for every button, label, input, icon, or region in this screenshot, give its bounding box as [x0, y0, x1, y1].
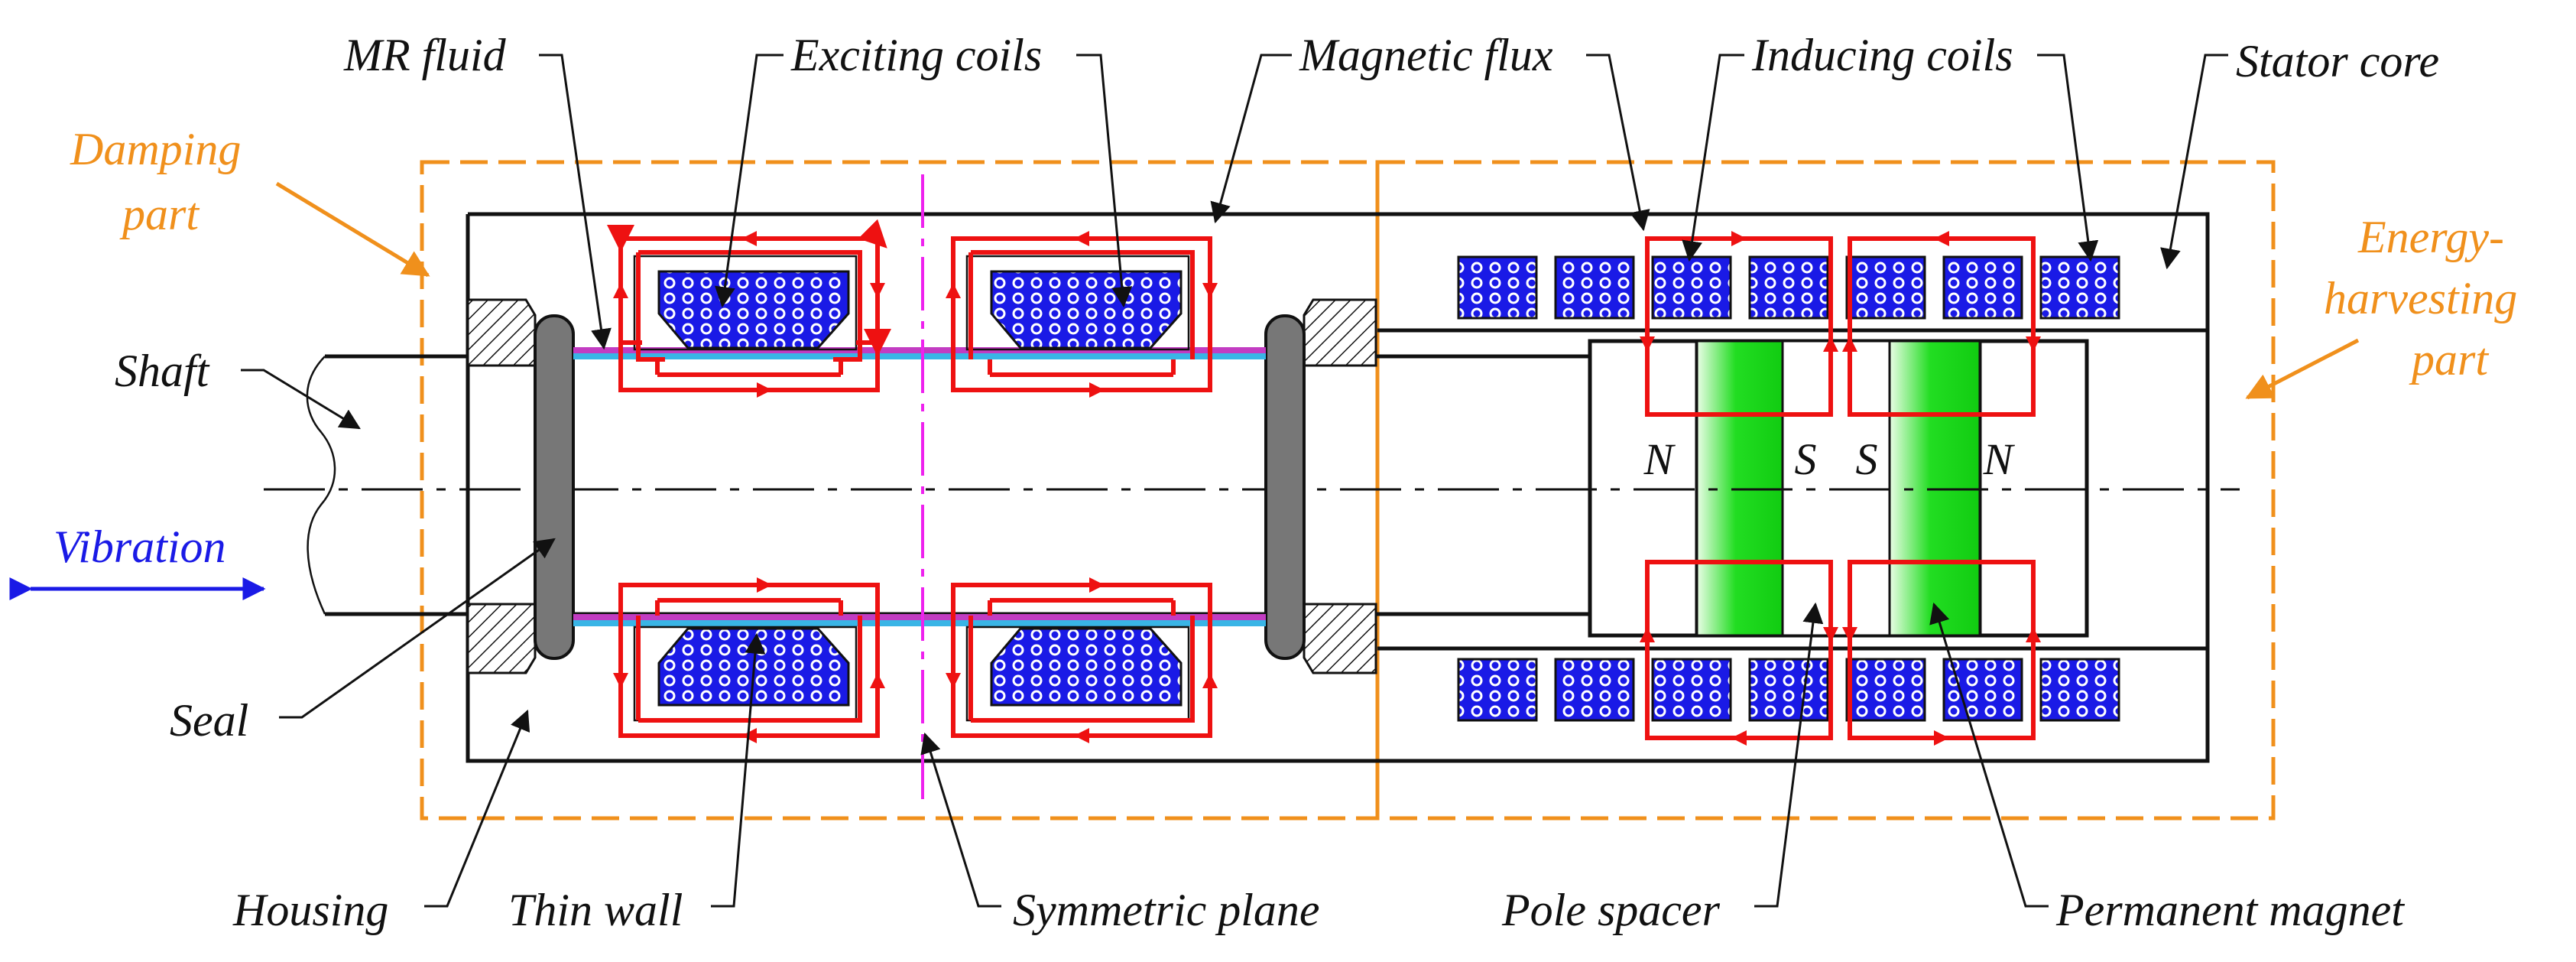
label-energy-part-1: Energy- [2357, 212, 2504, 262]
thin-wall-top [573, 353, 1266, 359]
label-exciting-coils: Exciting coils [790, 30, 1042, 80]
label-stator-core: Stator core [2236, 36, 2439, 86]
end-cap-right-bottom [1303, 603, 1377, 674]
label-energy-part-3: part [2409, 334, 2489, 385]
magnetic-flux-loops-damping [613, 231, 1218, 743]
label-housing: Housing [232, 885, 388, 935]
pole-n-left: N [1643, 434, 1676, 484]
label-mr-fluid: MR fluid [343, 30, 507, 80]
end-cap-left-bottom [466, 603, 537, 674]
label-damping-part-1: Damping [70, 124, 241, 174]
label-energy-part-2: harvesting [2324, 273, 2517, 323]
label-pole-spacer: Pole spacer [1501, 885, 1721, 935]
shaft [306, 354, 1590, 616]
thin-wall-bottom [573, 620, 1266, 626]
magnetic-flux-loops-energy [1640, 231, 2041, 746]
mr-fluid-gap-top [573, 347, 1266, 353]
seal-left [534, 314, 575, 660]
label-permanent-magnet: Permanent magnet [2055, 885, 2405, 935]
leader-lines [241, 54, 2228, 908]
end-cap-right-top [1303, 298, 1377, 367]
mr-fluid-gap-bottom [573, 614, 1266, 620]
damping-part-pointer [275, 181, 430, 278]
label-symmetric-plane: Symmetric plane [1013, 885, 1320, 935]
pole-s-left: S [1795, 434, 1817, 484]
label-thin-wall: Thin wall [508, 885, 683, 935]
label-seal: Seal [170, 695, 248, 746]
pole-n-right: N [1983, 434, 2016, 484]
inducing-coils [1457, 255, 2120, 722]
label-damping-part-2: part [119, 189, 200, 239]
seal-right [1264, 314, 1306, 660]
label-shaft: Shaft [115, 346, 210, 396]
label-magnetic-flux: Magnetic flux [1299, 30, 1553, 80]
end-cap-left-top [466, 298, 537, 367]
label-inducing-coils: Inducing coils [1751, 30, 2013, 80]
pole-s-right: S [1856, 434, 1878, 484]
energy-part-pointer [2245, 338, 2360, 400]
label-vibration: Vibration [54, 522, 226, 572]
